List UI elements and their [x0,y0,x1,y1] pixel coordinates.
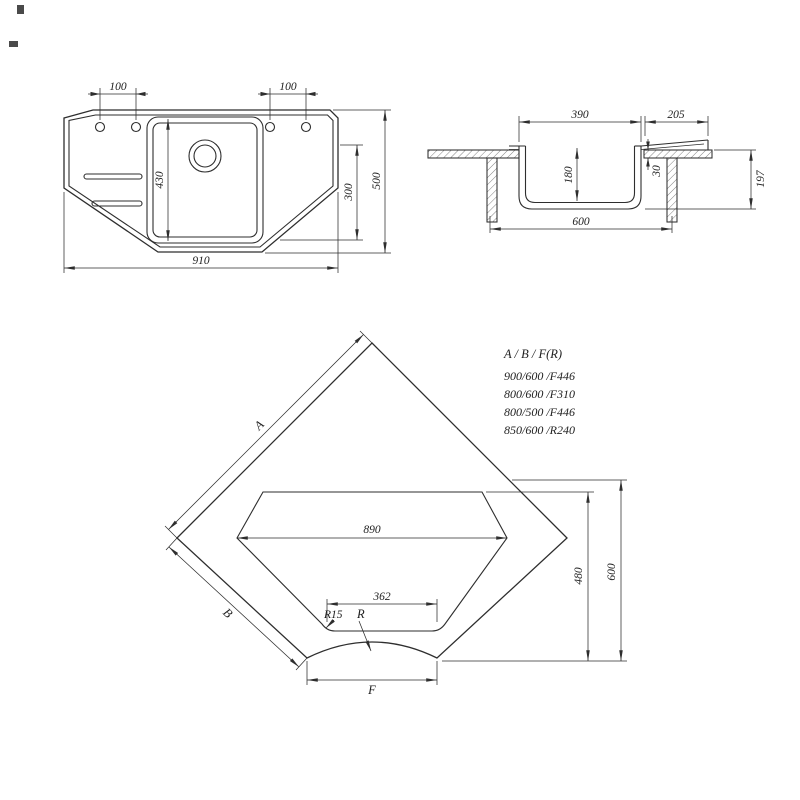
bowl-outer [146,116,264,244]
dim-edge-b: B [165,537,308,671]
sink-outline-inner [68,114,334,248]
dim-overall-height: 197 [645,149,767,210]
dim-label: 910 [192,255,210,267]
dim-label: 500 [371,172,383,190]
dim-right-section-depth: 300 [280,144,363,241]
scan-artifact [9,41,18,47]
dim-cutout-front-width: 362 [326,591,438,622]
dim-faucet-offset-left: 100 [88,81,148,120]
edge-a-label: A [251,417,267,433]
dim-label: 30 [651,165,663,178]
bowl-section-inner [524,146,636,204]
dim-cabinet-width: 600 [489,216,673,233]
dim-label: 362 [372,591,391,603]
size-legend: A / B / F(R) 900/600 /F446 800/600 /F310… [503,347,575,437]
dim-overall-width: 910 [63,192,339,273]
sink-outline-outer [63,109,339,253]
scan-artifact [17,5,24,14]
dim-cutout-depth: 480 [442,491,627,662]
dim-label: 600 [606,563,618,581]
dim-drainer-length: 205 [644,109,709,136]
front-width-label: F [367,683,376,697]
dim-bowl-depth: 180 [563,147,579,202]
dim-label: 180 [563,166,575,184]
faucet-hole [264,121,276,133]
faucet-hole [130,121,142,133]
cutout-outline [236,491,508,632]
bowl-section-outer [518,146,642,210]
corner-view: 890 362 R15 R A B [164,330,627,697]
dim-label: 430 [154,171,166,189]
plan-view: 100 100 430 300 500 [63,81,391,273]
dim-counter-thickness: 30 [646,139,663,178]
counter-right [643,149,713,159]
legend-row: 900/600 /F446 [504,369,575,383]
cabinet-side-left [486,157,498,223]
legend-header: A / B / F(R) [503,347,562,361]
drainboard-groove [91,200,143,207]
legend-row: 850/600 /R240 [504,423,575,437]
dim-edge-a: A [164,330,373,539]
dim-label: 600 [572,216,590,228]
drainboard-groove [83,173,143,180]
dim-label: 890 [363,524,381,536]
radius-callouts: R15 R [323,607,372,652]
dim-label: 480 [573,567,585,585]
bowl-inner [152,122,258,238]
dim-faucet-offset-right: 100 [258,81,318,120]
dim-bowl-width: 390 [518,109,642,142]
dim-side-depth: 600 [512,479,627,662]
faucet-hole [94,121,106,133]
corner-countertop-outline [176,342,568,659]
edge-b-label: B [220,605,235,621]
dim-label: 300 [343,183,355,202]
dim-label: 100 [109,81,127,93]
dim-cutout-width: 890 [236,524,508,540]
legend-row: 800/500 /F446 [504,405,575,419]
radius-label: R [356,607,365,621]
drain-hole-inner [193,144,217,168]
cabinet-side-right [666,157,678,223]
section-view: 390 205 180 30 197 [427,109,767,233]
dim-label: 100 [279,81,297,93]
drainer-top [640,139,709,147]
dim-label: 197 [755,169,767,188]
faucet-hole [300,121,312,133]
drainer-underside [640,143,705,150]
counter-left [427,149,520,159]
dim-front-width: F [306,661,438,697]
dim-label: 205 [667,109,685,121]
dim-label: 390 [570,109,589,121]
corner-radius-label: R15 [323,609,343,621]
legend-row: 800/600 /F310 [504,387,575,401]
drain-hole-outer [188,139,222,173]
dim-overall-depth: 500 [265,109,391,254]
dim-bowl-length: 430 [154,118,170,242]
